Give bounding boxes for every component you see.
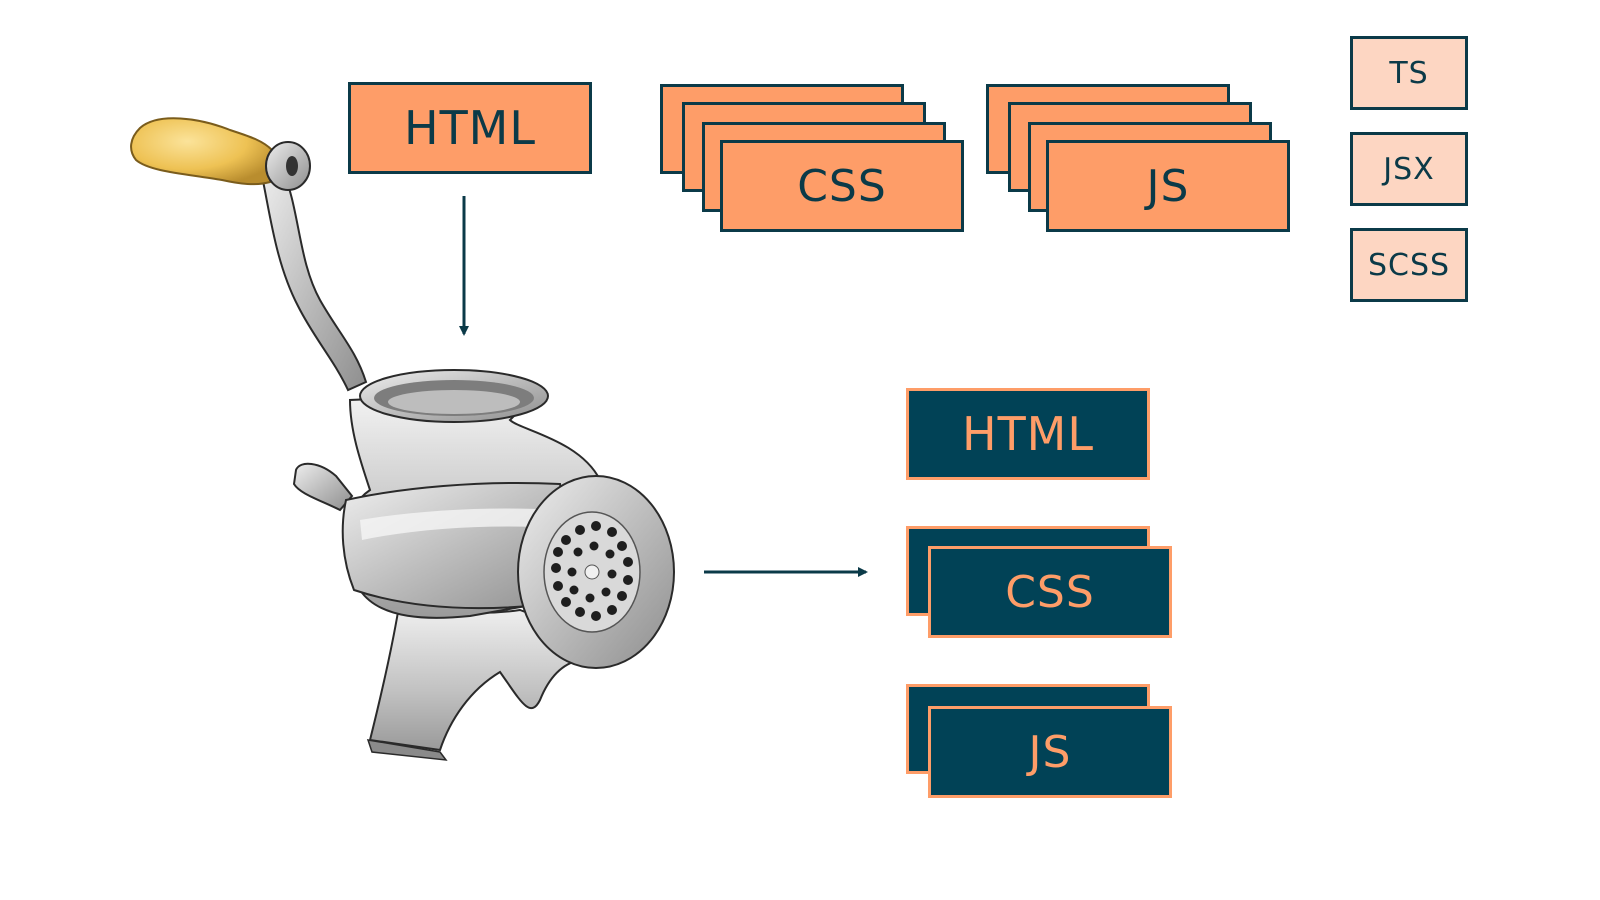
input-html-box: HTML <box>348 82 592 174</box>
ext-jsx-label: JSX <box>1383 151 1435 187</box>
ext-scss-box: SCSS <box>1350 228 1468 302</box>
output-js-label: JS <box>1028 726 1072 778</box>
handle-knob <box>130 117 274 186</box>
crank-arm <box>260 166 368 392</box>
input-js-label: JS <box>1146 160 1190 212</box>
output-js-box: JS <box>928 706 1172 798</box>
ext-ts-box: TS <box>1350 36 1468 110</box>
ext-ts-label: TS <box>1389 55 1429 91</box>
output-css-box: CSS <box>928 546 1172 638</box>
input-html-label: HTML <box>403 101 536 155</box>
ext-scss-label: SCSS <box>1367 247 1451 283</box>
input-js-box: JS <box>1046 140 1290 232</box>
ext-jsx-box: JSX <box>1350 132 1468 206</box>
meat-grinder-illustration <box>130 117 675 761</box>
input-css-box: CSS <box>720 140 964 232</box>
output-html-label: HTML <box>961 407 1094 461</box>
input-css-label: CSS <box>797 160 887 212</box>
clamp-screw <box>292 462 354 512</box>
output-css-label: CSS <box>1005 566 1095 618</box>
output-html-box: HTML <box>906 388 1150 480</box>
plate-holes <box>551 521 633 621</box>
